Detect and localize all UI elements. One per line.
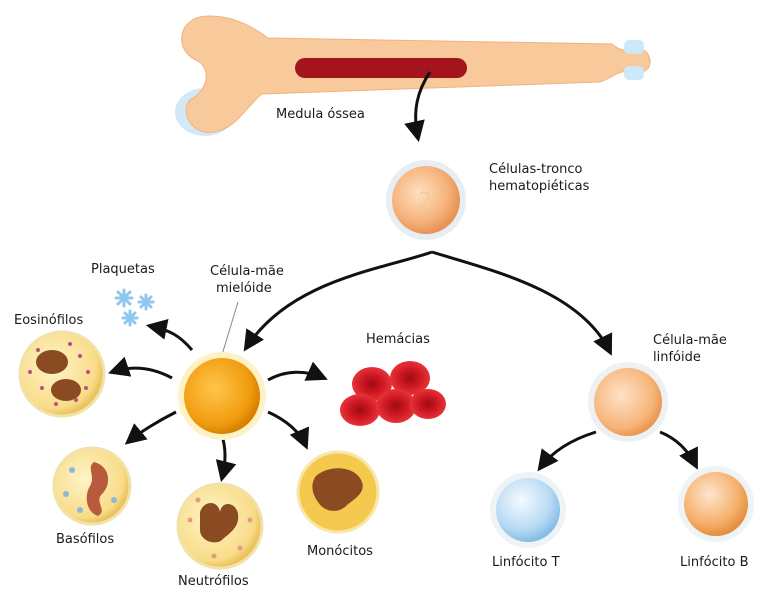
arrow-to-lymph-b <box>660 432 696 466</box>
label-basophils: Basófilos <box>56 532 114 548</box>
red-blood-cells <box>340 361 446 426</box>
label-stem-cells-line1: Células-tronco <box>489 162 582 178</box>
neutrophil-cell <box>178 484 262 568</box>
marrow-cavity <box>295 58 467 78</box>
label-red-cells: Hemácias <box>366 332 430 348</box>
label-myeloid-line2: mielóide <box>216 281 272 297</box>
arrow-to-basophils <box>128 412 176 442</box>
label-eosinophils: Eosinófilos <box>14 313 83 329</box>
arrow-to-lymph-t <box>540 432 596 468</box>
arrow-split-to-lymphoid <box>432 252 610 352</box>
arrow-to-platelets <box>150 326 192 350</box>
myeloid-stem-cell <box>178 352 266 440</box>
basophil-cell <box>54 448 130 524</box>
arrow-to-monocytes <box>268 412 306 446</box>
label-bone-marrow: Medula óssea <box>276 107 365 123</box>
monocyte-cell <box>298 452 378 532</box>
arrow-to-neutrophils <box>222 436 225 478</box>
label-platelets: Plaquetas <box>91 262 155 278</box>
label-lymphoid-line1: Célula-mãe <box>653 333 727 349</box>
label-lymphoid-line2: linfóide <box>653 350 701 366</box>
b-lymphocyte-cell <box>678 466 754 542</box>
lymphoid-stem-cell <box>588 362 668 442</box>
stem-cell: 2 <box>386 160 466 240</box>
bone-illustration <box>175 16 650 136</box>
arrow-to-red-cells <box>268 372 324 380</box>
label-b-lymphocyte: Linfócito B <box>680 555 749 571</box>
label-monocytes: Monócitos <box>307 544 373 560</box>
label-neutrophils: Neutrófilos <box>178 574 249 590</box>
arrow-to-eosinophils <box>112 368 172 378</box>
eosinophil-cell <box>20 332 104 416</box>
label-t-lymphocyte: Linfócito T <box>492 555 560 571</box>
platelets <box>116 290 153 325</box>
t-lymphocyte-cell <box>490 472 566 548</box>
label-stem-cells-line2: hematopiéticas <box>489 179 589 195</box>
label-myeloid-line1: Célula-mãe <box>210 264 284 280</box>
svg-text:2: 2 <box>418 189 432 214</box>
